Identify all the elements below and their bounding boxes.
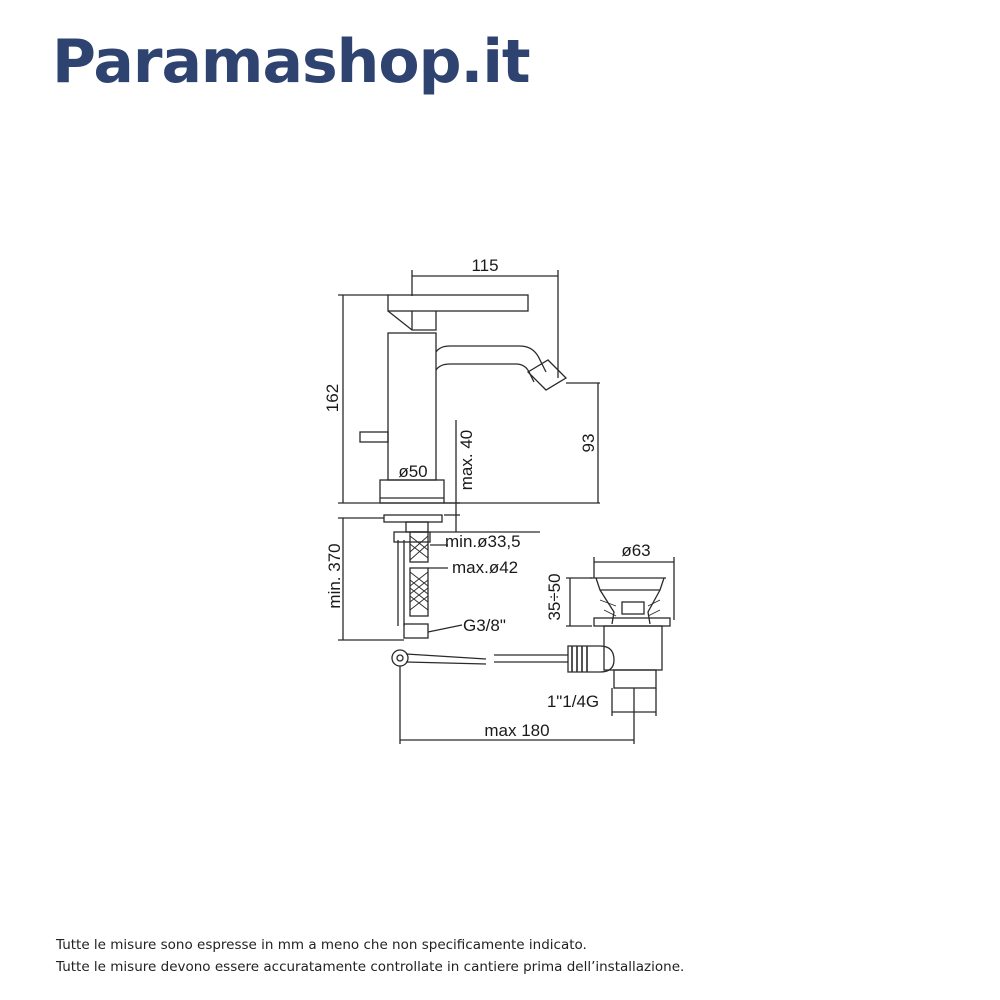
mixer-body (387, 332, 437, 481)
footer-notes: Tutte le misure sono espresse in mm a me… (56, 934, 684, 978)
drain-nut (603, 625, 663, 671)
label-drain-63: ø63 (621, 541, 650, 560)
label-drain-35-50: 35÷50 (545, 573, 564, 620)
mixer-base (379, 479, 445, 504)
drain-outlet (613, 669, 657, 689)
hose-braid (409, 535, 429, 611)
label-g38: G3/8" (463, 616, 506, 635)
label-max-180: max 180 (484, 721, 549, 740)
label-min-370: min. 370 (325, 543, 344, 608)
label-max-40: max. 40 (457, 430, 476, 490)
g38-connector (403, 623, 429, 639)
label-base-50: ø50 (398, 462, 427, 481)
note-line-2: Tutte le misure devono essere accuratame… (56, 959, 685, 975)
spout-aerator (526, 359, 568, 391)
drain-body (599, 589, 661, 625)
note-line-1: Tutte le misure sono espresse in mm a me… (56, 937, 587, 953)
brand-logo: Paramashop.it (52, 27, 531, 97)
drawing-lines (338, 270, 675, 744)
spout-bottom (435, 363, 535, 383)
label-spout-93: 93 (579, 434, 598, 453)
label-max-hole: max.ø42 (452, 558, 518, 577)
lever-neck (387, 310, 437, 331)
rod-pivot (391, 649, 409, 667)
label-thread: 1"1/4G (547, 692, 599, 711)
drain-side-fitting (567, 645, 615, 673)
lever-handle (387, 294, 529, 312)
spout-top (435, 345, 547, 373)
hose-lower (409, 567, 429, 617)
fixing-plate (383, 514, 443, 523)
label-width-115: 115 (471, 256, 498, 275)
hose-upper (409, 531, 429, 563)
popup-knob (359, 431, 389, 443)
label-height-162: 162 (323, 384, 342, 412)
label-min-hole: min.ø33,5 (445, 532, 521, 551)
